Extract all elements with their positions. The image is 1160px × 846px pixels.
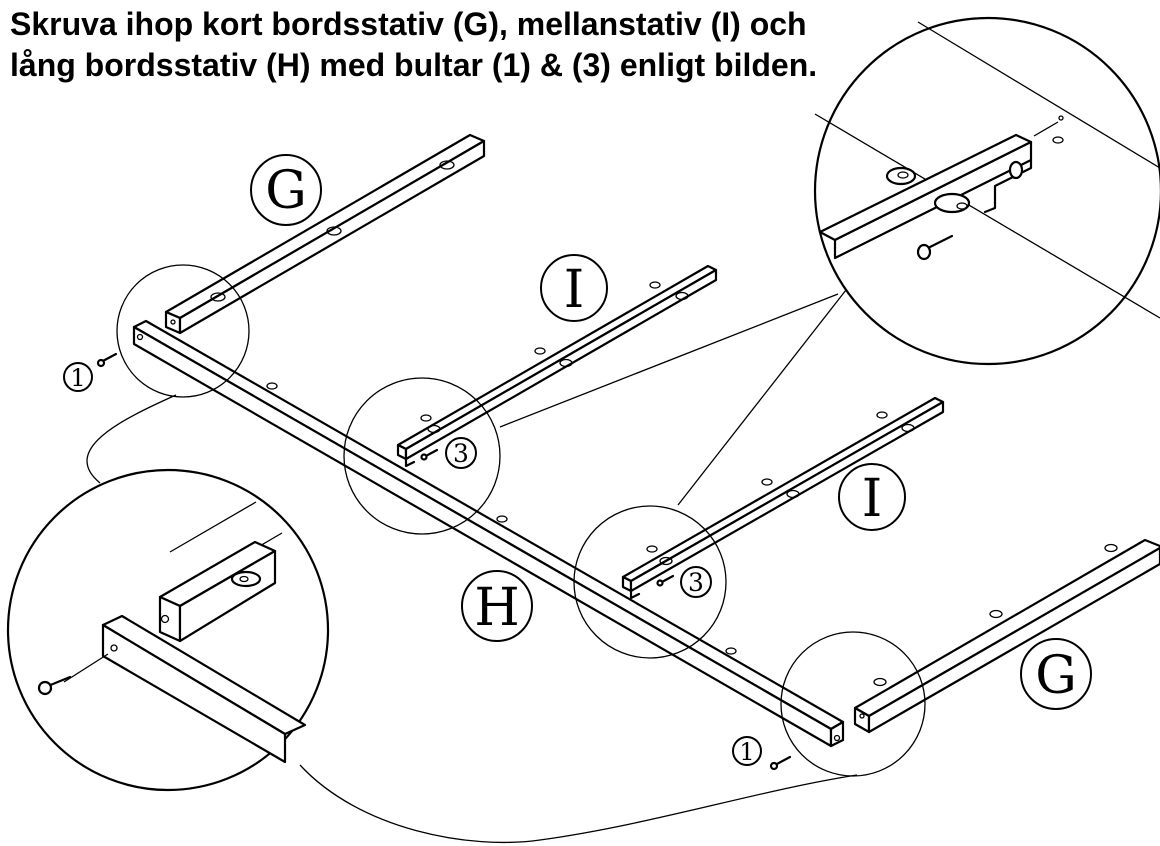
svg-text:H: H xyxy=(474,578,519,638)
instruction-text: Skruva ihop kort bordsstativ (G), mellan… xyxy=(10,4,817,86)
svg-text:1: 1 xyxy=(739,738,754,766)
svg-text:G: G xyxy=(1035,646,1077,706)
part-label-I-top: I xyxy=(540,254,608,322)
zoom-callout-upper xyxy=(813,16,1160,366)
short-frame-G-right xyxy=(853,538,1160,734)
bolt-3-lower-icon xyxy=(656,574,675,587)
part-label-H: H xyxy=(461,570,533,642)
bolt-1-right-icon xyxy=(769,755,792,771)
long-frame-H xyxy=(132,319,845,748)
bolt-label-3-lower: 3 xyxy=(680,566,712,598)
svg-text:I: I xyxy=(564,260,585,320)
short-frame-G-top xyxy=(164,133,486,335)
zoom-callout-lower xyxy=(6,468,330,792)
bolt-1-left-icon xyxy=(96,352,118,368)
instruction-line-1: Skruva ihop kort bordsstativ (G), mellan… xyxy=(10,6,807,42)
part-label-G-right: G xyxy=(1020,638,1092,710)
callout-leader-lines xyxy=(86,289,858,844)
bolt-label-1-left: 1 xyxy=(63,362,93,392)
middle-frame-I-upper xyxy=(396,264,718,468)
part-label-G-top: G xyxy=(250,154,322,226)
svg-text:I: I xyxy=(862,469,883,529)
svg-text:3: 3 xyxy=(688,568,704,597)
bolt-label-1-right: 1 xyxy=(732,736,762,766)
svg-text:3: 3 xyxy=(453,439,469,468)
svg-text:1: 1 xyxy=(70,364,85,392)
instruction-line-2: lång bordsstativ (H) med bultar (1) & (3… xyxy=(10,47,818,83)
bolt-label-3-upper: 3 xyxy=(445,437,477,469)
middle-frame-I-lower xyxy=(621,396,945,600)
bolt-3-upper-icon xyxy=(420,448,439,461)
svg-text:G: G xyxy=(265,161,307,221)
part-label-I-lower: I xyxy=(838,463,906,531)
